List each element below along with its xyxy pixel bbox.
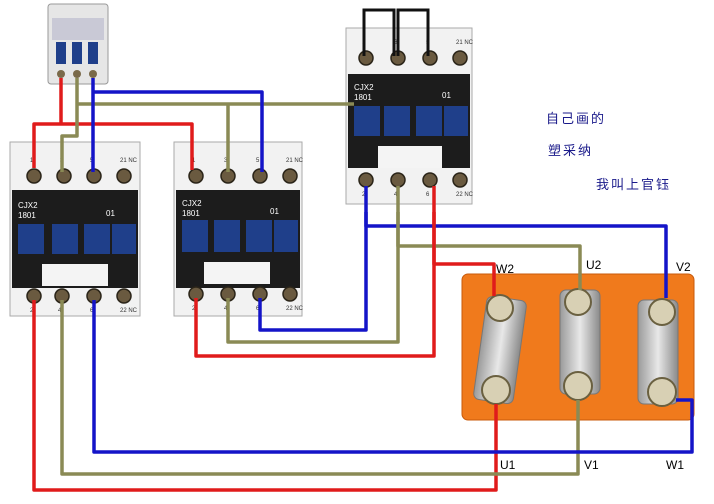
terminal-number: 4 bbox=[58, 308, 62, 314]
terminal-label-u1: U1 bbox=[500, 458, 516, 472]
contactor-model: CJX2 bbox=[182, 199, 202, 208]
terminal-number: 1 bbox=[192, 158, 196, 164]
terminal-number: 22 NC bbox=[120, 308, 138, 314]
terminal-number: 4 bbox=[394, 192, 398, 198]
terminal-number: 21 NC bbox=[456, 40, 474, 46]
wire-blue-l3 bbox=[91, 78, 264, 172]
contactor-2: CJX2 1801 01 1 3 5 21 NC 2 4 6 22 NC bbox=[173, 141, 304, 317]
contactor-label: 01 bbox=[270, 207, 279, 216]
terminal-number: 22 NC bbox=[456, 192, 474, 198]
contactor-model: CJX2 bbox=[18, 201, 38, 210]
wire-red-w2 bbox=[432, 212, 496, 296]
terminal-number: 4 bbox=[224, 306, 228, 312]
terminal-number: 6 bbox=[90, 308, 94, 314]
wire-olive-l2 bbox=[60, 78, 354, 172]
terminal-number: 1 bbox=[30, 158, 34, 164]
terminal-screw bbox=[188, 168, 204, 184]
star-jumper-wire bbox=[362, 8, 396, 56]
terminal-label-w1: W1 bbox=[666, 458, 684, 472]
terminal-screw bbox=[56, 168, 72, 184]
wire-red-u1 bbox=[32, 300, 498, 492]
terminal-label-v1: V1 bbox=[584, 458, 599, 472]
terminal-number: 6 bbox=[256, 306, 260, 312]
terminal-screw bbox=[422, 172, 438, 188]
terminal-screw bbox=[282, 168, 298, 184]
terminal-screw bbox=[422, 50, 438, 66]
wire-blue-v2 bbox=[364, 212, 668, 298]
terminal-label-u2: U2 bbox=[586, 258, 602, 272]
terminal-number: 5 bbox=[256, 158, 260, 164]
circuit-breaker bbox=[47, 3, 109, 85]
terminal-number: 2 bbox=[30, 308, 34, 314]
note-line-2: 塑采纳 bbox=[548, 144, 594, 159]
wire-red-delta bbox=[194, 186, 436, 358]
wire-olive-delta bbox=[226, 186, 400, 344]
terminal-number: 3 bbox=[394, 40, 398, 46]
contactor-label: 01 bbox=[442, 91, 451, 100]
terminal-screw bbox=[452, 172, 468, 188]
wire-olive-v1 bbox=[60, 300, 580, 476]
terminal-screw bbox=[116, 168, 132, 184]
terminal-number: 2 bbox=[192, 306, 196, 312]
terminal-label-v2: V2 bbox=[676, 260, 691, 274]
terminal-screw bbox=[358, 172, 374, 188]
wire-red-l1 bbox=[32, 78, 194, 170]
terminal-screw bbox=[252, 168, 268, 184]
motor-terminal-block bbox=[461, 273, 695, 421]
note-line-1: 自己画的 bbox=[546, 112, 607, 127]
terminal-number: 22 NC bbox=[286, 306, 304, 312]
wire-olive-u2 bbox=[396, 212, 582, 290]
note-line-3: 我叫上官钰 bbox=[596, 178, 672, 193]
terminal-number: 2 bbox=[362, 192, 366, 198]
terminal-number: 6 bbox=[426, 192, 430, 198]
terminal-screw bbox=[26, 168, 42, 184]
terminal-label-w2: W2 bbox=[496, 262, 514, 276]
star-jumper-wire bbox=[396, 8, 430, 56]
contactor-label: 01 bbox=[106, 209, 115, 218]
contactor-number: 1801 bbox=[18, 211, 36, 220]
wire-blue-w1 bbox=[92, 300, 694, 454]
wire-blue-delta bbox=[258, 186, 368, 332]
terminal-number: 21 NC bbox=[286, 158, 304, 164]
contactor-model: CJX2 bbox=[354, 83, 374, 92]
terminal-screw bbox=[452, 50, 468, 66]
contactor-number: 1801 bbox=[354, 93, 372, 102]
terminal-screw bbox=[358, 50, 374, 66]
terminal-screw bbox=[116, 288, 132, 304]
terminal-number: 3 bbox=[224, 158, 228, 164]
contactor-number: 1801 bbox=[182, 209, 200, 218]
terminal-number: 21 NC bbox=[120, 158, 138, 164]
terminal-screw bbox=[390, 172, 406, 188]
terminal-screw bbox=[282, 286, 298, 302]
